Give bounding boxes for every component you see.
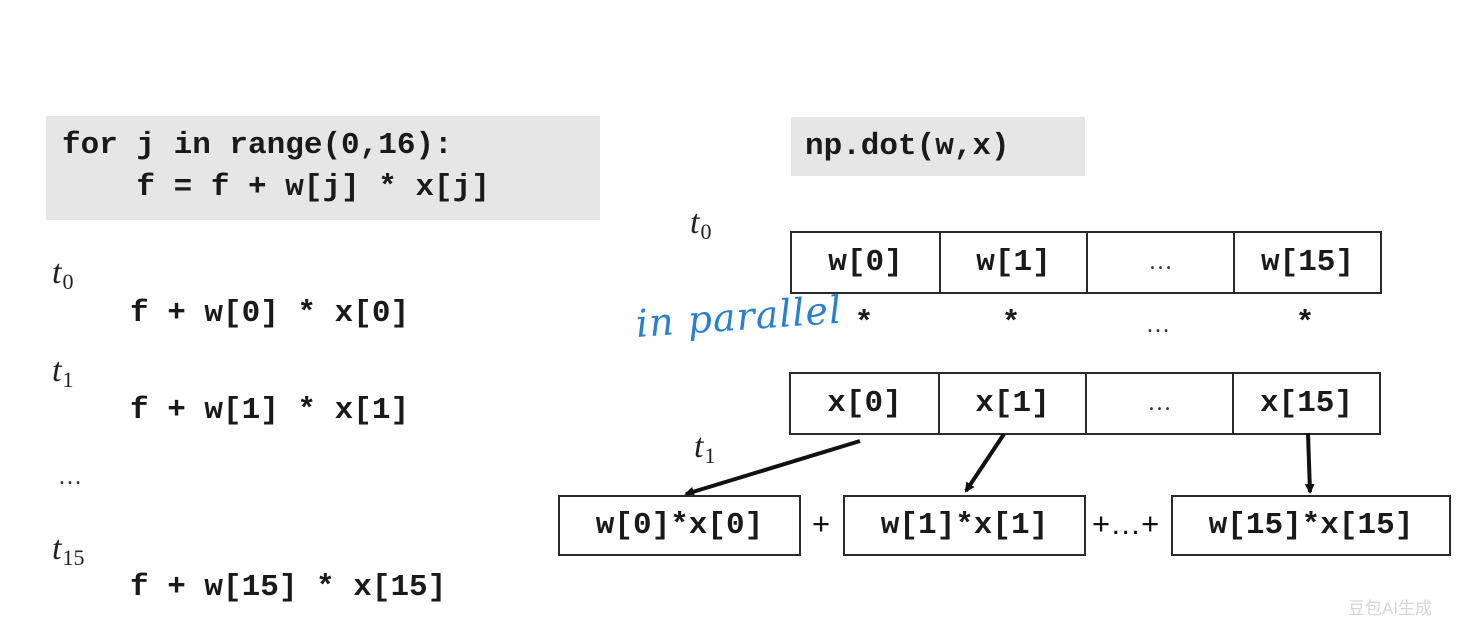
multiply-symbol-15: *: [1295, 306, 1315, 341]
x-cell-1: x[1]: [938, 374, 1085, 433]
w-cell-ellipsis: …: [1086, 233, 1233, 292]
plus-sign-2: +…+: [1092, 506, 1160, 541]
x-cell-0: x[0]: [827, 386, 902, 421]
loop-code-line-1: for j in range(0,16):: [62, 128, 453, 163]
x-vector-row: x[0] x[1] … x[15]: [789, 372, 1381, 435]
multiply-symbol-1: *: [1001, 306, 1021, 341]
left-step-0: f + w[0] * x[0]: [130, 296, 410, 331]
w-cell-15: w[15]: [1233, 233, 1380, 292]
arrow-product-15: [1304, 432, 1315, 494]
x-cell-15: x[15]: [1232, 374, 1379, 433]
product-box-1: w[1]*x[1]: [843, 495, 1086, 556]
multiply-symbol-0: *: [854, 306, 874, 341]
product-box-0: w[0]*x[0]: [558, 495, 801, 556]
left-step-15: f + w[15] * x[15]: [130, 570, 447, 605]
left-step-1: f + w[1] * x[1]: [130, 393, 410, 428]
product-box-15: w[15]*x[15]: [1171, 495, 1451, 556]
w-cell-0: w[0]: [828, 245, 903, 280]
right-time-label-t0: t0: [690, 204, 712, 244]
multiply-symbol-ellipsis: …: [1146, 312, 1170, 338]
left-time-label-t0: t0: [52, 254, 74, 294]
arrow-product-0: [684, 439, 861, 497]
loop-code-box: for j in range(0,16): f = f + w[j] * x[j…: [46, 116, 600, 220]
npdot-code: np.dot(w,x): [805, 129, 1010, 164]
w-vector-row: w[0] w[1] … w[15]: [790, 231, 1382, 294]
watermark: 豆包AI生成: [1348, 599, 1433, 618]
left-ellipsis: …: [58, 464, 82, 490]
npdot-code-box: np.dot(w,x): [791, 117, 1085, 176]
arrow-product-1: [964, 432, 1006, 493]
right-time-label-t1: t1: [694, 428, 716, 468]
plus-sign-1: +: [812, 506, 831, 541]
left-time-label-t15: t15: [52, 530, 85, 570]
left-time-label-t1: t1: [52, 352, 74, 392]
w-cell-1: w[1]: [939, 233, 1086, 292]
x-cell-ellipsis: …: [1085, 374, 1232, 433]
loop-code-line-2: f = f + w[j] * x[j]: [62, 170, 490, 205]
